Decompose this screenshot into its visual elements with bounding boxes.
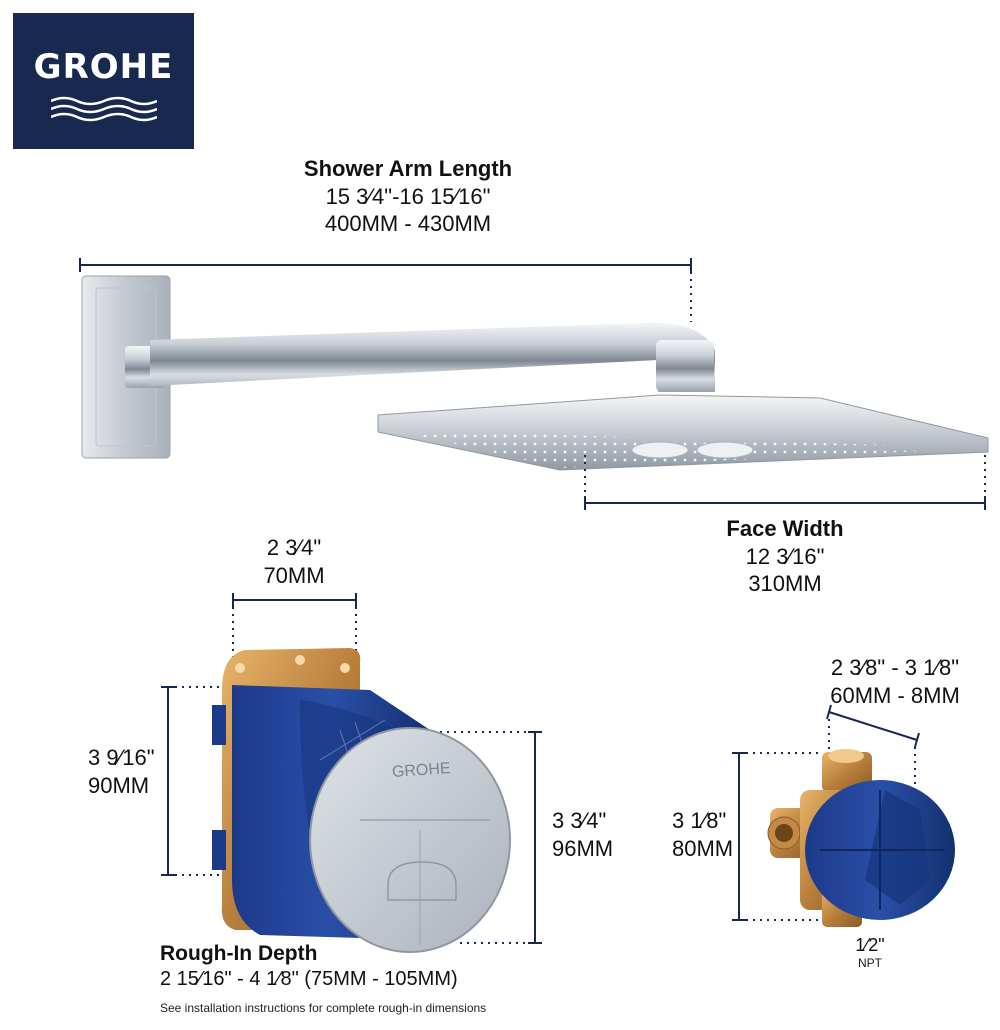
rough-in-valve-small [767, 749, 955, 927]
rough-in-note: See installation instructions for comple… [160, 1001, 487, 1015]
rough-in-valve-large [212, 648, 511, 953]
small-valve-height-label-group: 3 1⁄8" 80MM [672, 808, 742, 862]
valve-height-dimension-line [161, 686, 230, 876]
rough-in-label-group: Rough-In Depth 2 15⁄16" - 4 1⁄8" (75MM -… [160, 942, 620, 1015]
cap-height-dimension-line [440, 731, 542, 944]
valve-width-label-group: 2 3⁄4" 70MM [234, 535, 354, 589]
valve-width-imperial: 2 3⁄4" [266, 535, 322, 560]
small-valve-width-dimension-line [826, 704, 920, 800]
small-valve-height-imperial: 3 1⁄8" [672, 808, 727, 833]
valve-height-imperial: 3 9⁄16" [88, 745, 155, 770]
face-width-label-group: Face Width 12 3⁄16" 310MM [685, 516, 885, 597]
small-valve-width-metric: 60MM - 8MM [830, 683, 960, 708]
cap-height-metric: 96MM [552, 836, 614, 861]
valve-height-label-group: 3 9⁄16" 90MM [88, 745, 168, 799]
connection-label-group: 1⁄2" NPT [840, 935, 900, 970]
valve-width-dimension-line [232, 593, 357, 690]
valve-height-metric: 90MM [88, 773, 150, 798]
small-valve-height-metric: 80MM [672, 836, 734, 861]
arm-length-title: Shower Arm Length [303, 156, 513, 181]
logo-wordmark: GROHE [33, 47, 174, 87]
rough-in-value: 2 15⁄16" - 4 1⁄8" (75MM - 105MM) [160, 968, 458, 990]
small-valve-width-label-group: 2 3⁄8" - 3 1⁄8" 60MM - 8MM [810, 655, 980, 709]
face-width-title: Face Width [726, 516, 844, 541]
face-width-metric: 310MM [748, 571, 822, 596]
arm-length-metric: 400MM - 430MM [324, 211, 492, 236]
arm-length-label-group: Shower Arm Length 15 3⁄4"-16 15⁄16" 400M… [258, 156, 558, 237]
grohe-logo: GROHE [13, 13, 194, 149]
valve-width-metric: 70MM [263, 563, 325, 588]
logo-waves-icon [51, 96, 157, 122]
small-valve-width-imperial: 2 3⁄8" - 3 1⁄8" [830, 655, 960, 680]
rough-in-title: Rough-In Depth [160, 942, 318, 965]
face-width-imperial: 12 3⁄16" [745, 544, 825, 569]
connection-size: 1⁄2" [855, 935, 885, 955]
connection-type: NPT [858, 956, 882, 970]
face-width-dimension-line [584, 455, 986, 510]
shower-arm [125, 322, 715, 392]
shower-head [377, 394, 989, 471]
cap-height-label-group: 3 3⁄4" 96MM [552, 808, 642, 862]
arm-length-imperial: 15 3⁄4"-16 15⁄16" [325, 184, 491, 209]
arm-length-dimension-line [79, 258, 692, 322]
cap-height-imperial: 3 3⁄4" [552, 808, 607, 833]
